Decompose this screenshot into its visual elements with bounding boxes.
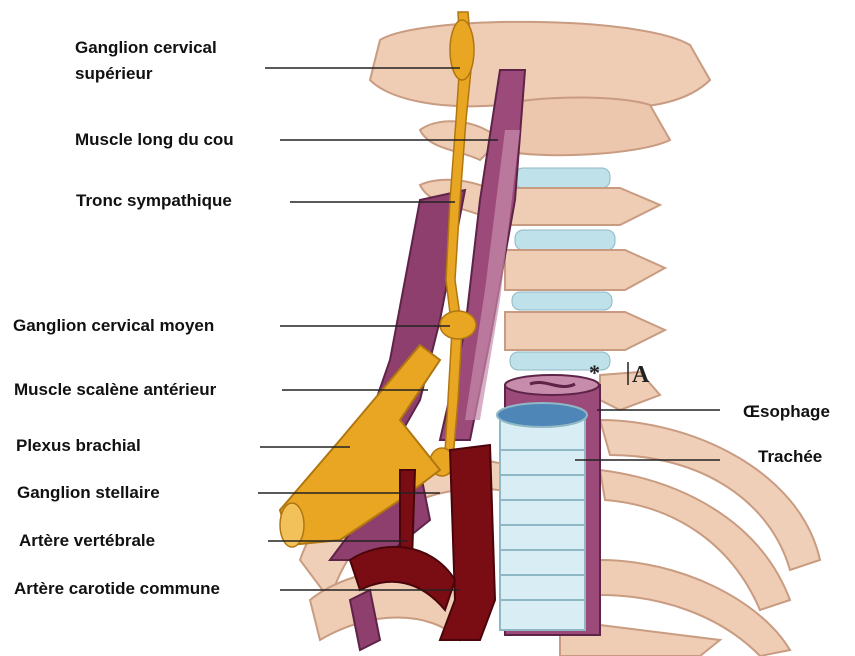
label-artere-carotide-commune: Artère carotide commune bbox=[14, 576, 220, 602]
label-plexus-brachial: Plexus brachial bbox=[16, 433, 141, 459]
label-artere-vertebrale: Artère vertébrale bbox=[19, 528, 155, 554]
label-muscle-scalene-anterieur: Muscle scalène antérieur bbox=[14, 377, 216, 403]
label-ganglion-cervical-moyen: Ganglion cervical moyen bbox=[13, 313, 214, 339]
label-tronc-sympathique: Tronc sympathique bbox=[76, 188, 232, 214]
trachea-esophagus bbox=[497, 375, 600, 635]
letter-a-marker: A bbox=[632, 362, 649, 389]
label-trachee: Trachée bbox=[758, 446, 822, 468]
label-ganglion-cervical-superieur-line1: Ganglion cervical bbox=[75, 35, 217, 61]
asterisk-marker: * bbox=[589, 360, 600, 386]
label-oesophage: Œsophage bbox=[743, 401, 830, 423]
label-muscle-long-du-cou: Muscle long du cou bbox=[75, 127, 234, 153]
label-ganglion-stellaire: Ganglion stellaire bbox=[17, 480, 160, 506]
label-ganglion-cervical-superieur-line2: supérieur bbox=[75, 61, 152, 87]
